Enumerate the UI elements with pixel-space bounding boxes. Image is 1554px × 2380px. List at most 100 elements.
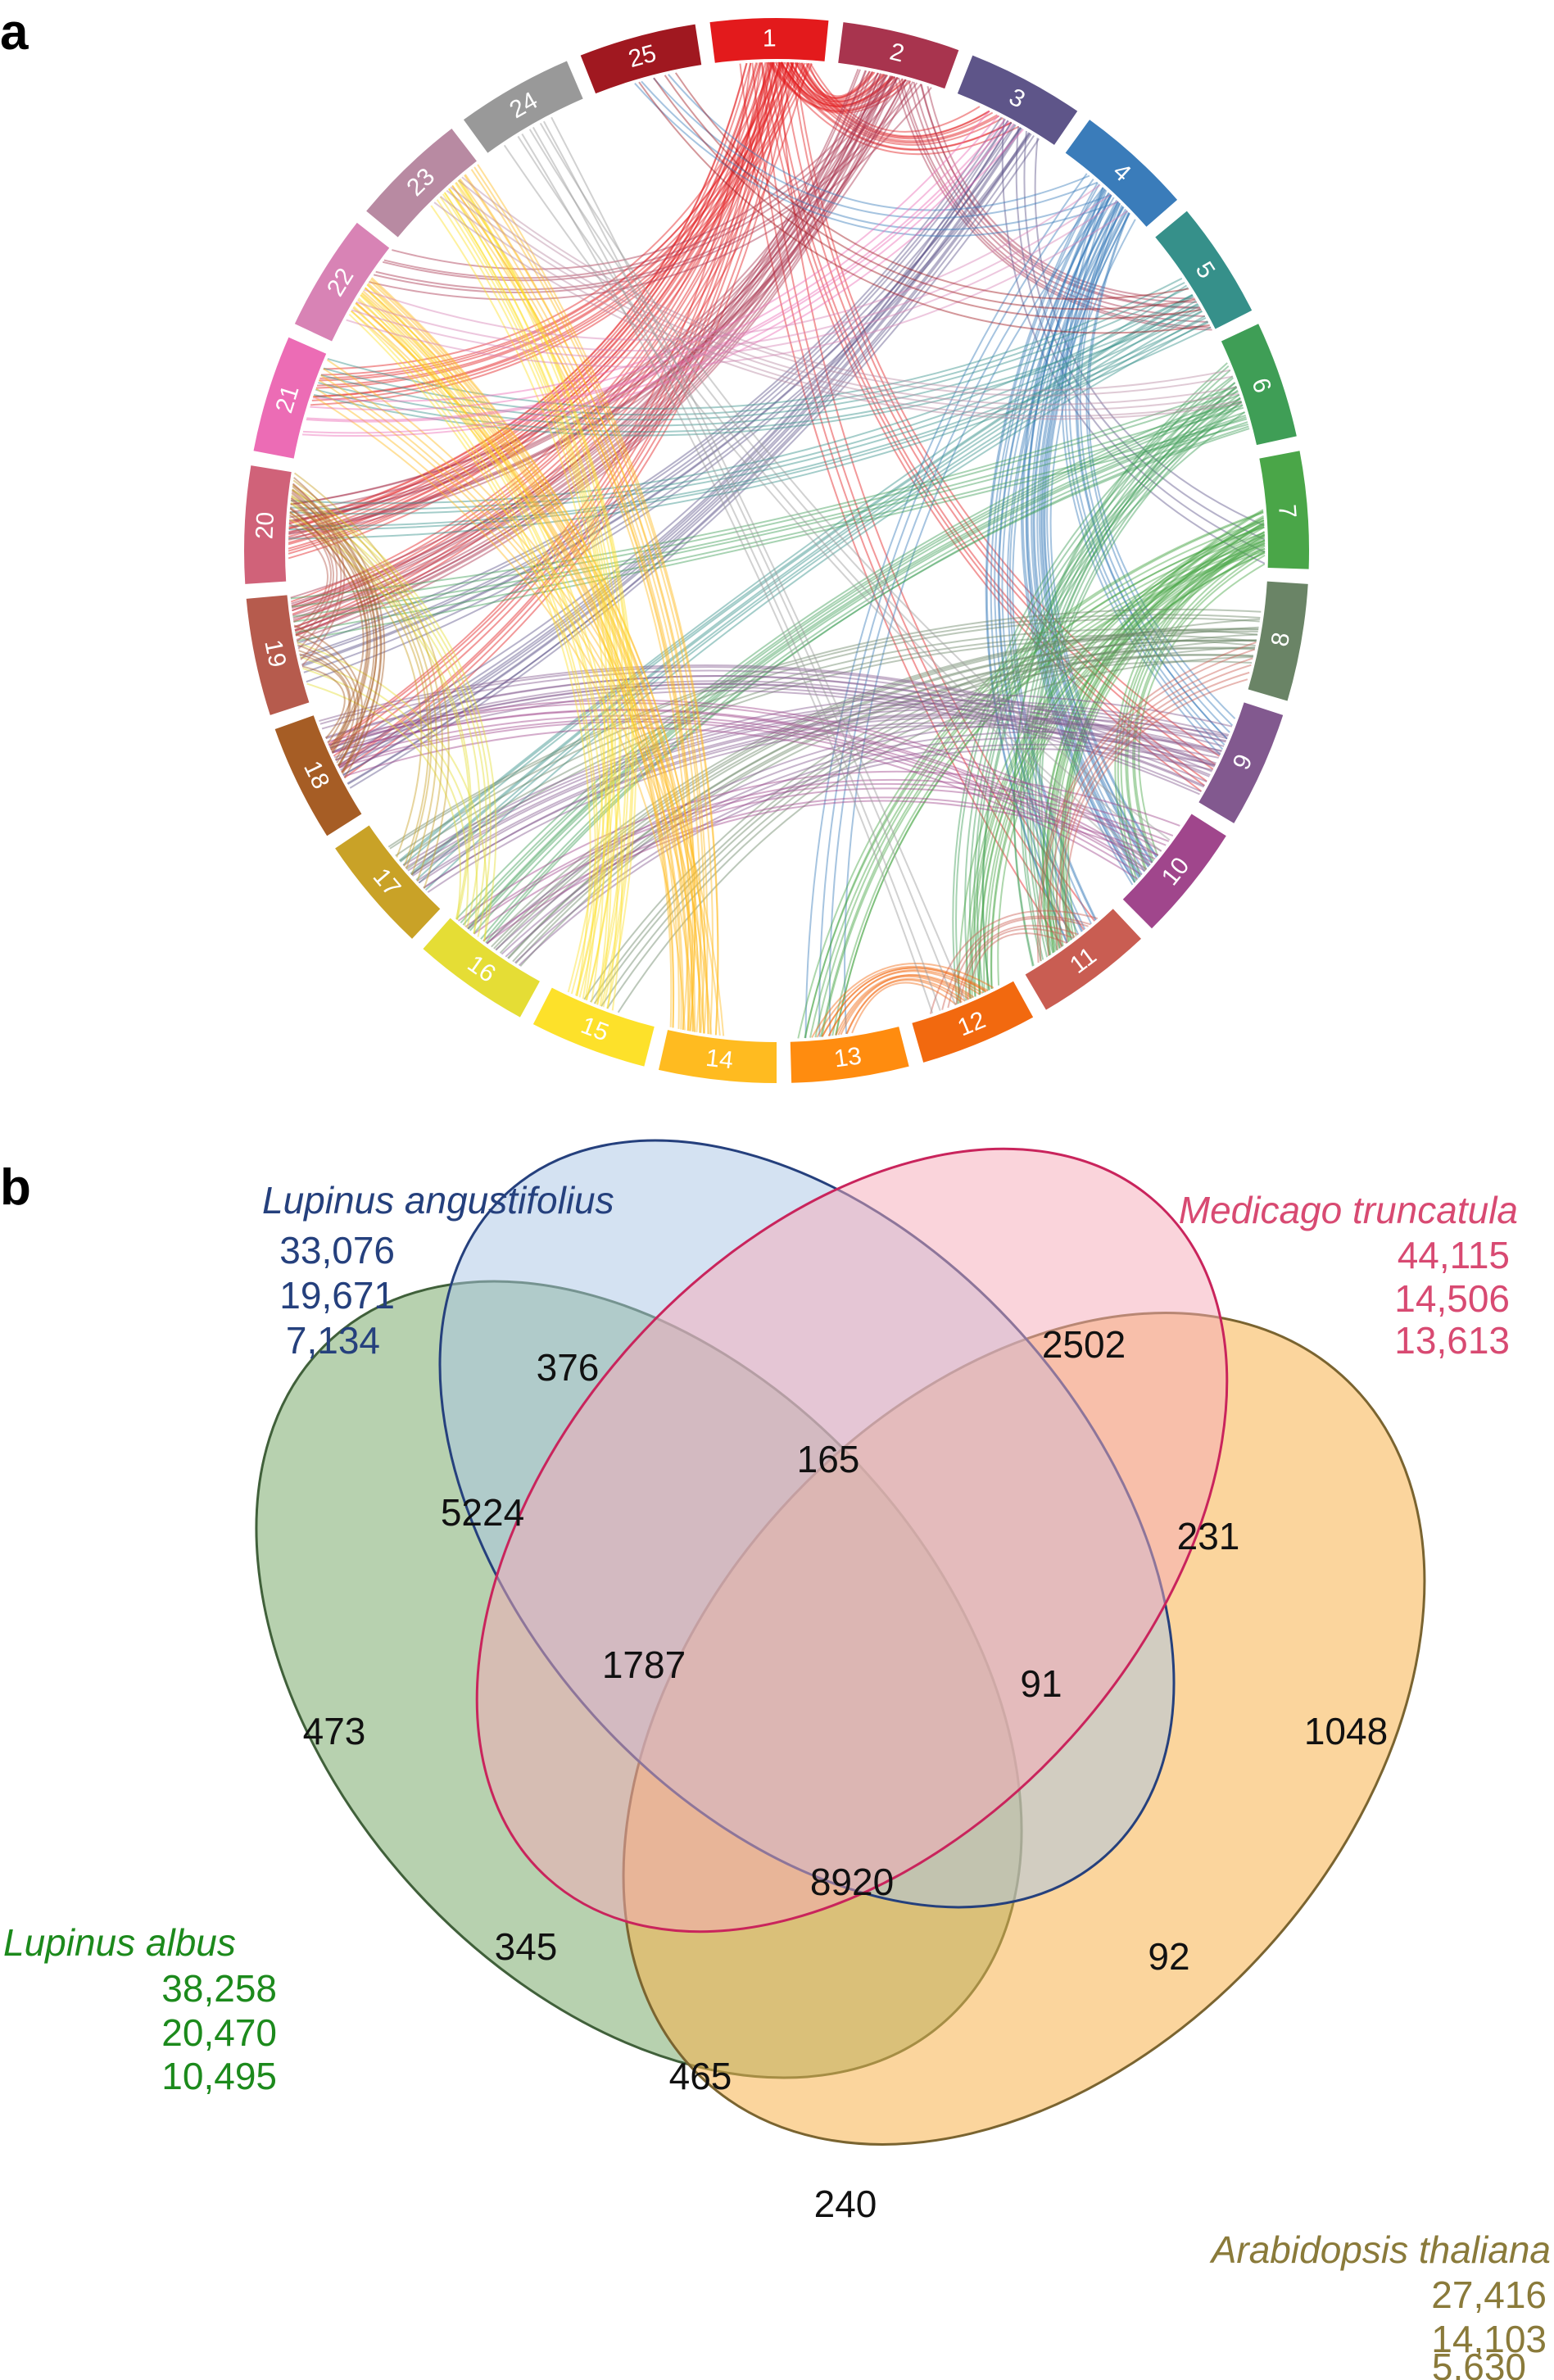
- chromosome-label-8: 8: [1266, 630, 1295, 648]
- circos-link-2-19: [291, 69, 861, 607]
- chromosome-segment-1: [709, 17, 829, 63]
- panel-b-venn-diagram: b 376 2502 165 5224 231 1787 91 473 1048…: [0, 1139, 1551, 2380]
- chromosome-segment-3: [957, 55, 1078, 145]
- circos-link-1-20: [288, 61, 782, 552]
- circos-link-4-9: [1087, 212, 1236, 719]
- circos-link-6-11: [1029, 386, 1238, 956]
- circos-link-11-8: [1039, 648, 1255, 962]
- circos-link-7-11: [1042, 510, 1264, 955]
- circos-link-14-23: [477, 164, 719, 1036]
- circos-link-7-13: [820, 532, 1265, 1037]
- circos-link-3-7: [1015, 126, 1266, 553]
- circos-link-3-18: [332, 120, 1009, 754]
- circos-link-18-19: [298, 650, 351, 751]
- circos-link-16-19: [302, 667, 469, 927]
- circos-link-15-23: [448, 188, 622, 1001]
- circos-link-18-20: [293, 477, 386, 779]
- circos-link-1-11: [739, 63, 1063, 947]
- circos-link-6-11: [1040, 401, 1243, 947]
- circos-link-25-5: [638, 81, 1210, 334]
- legend-medicago-truncatula: Medicago truncatula 44,115 14,506 13,613: [1179, 1189, 1518, 1362]
- circos-link-4-11: [1001, 197, 1115, 930]
- circos-link-6-16: [467, 411, 1245, 930]
- circos-link-1-18: [338, 61, 781, 769]
- chromosome-segment-5: [1155, 211, 1253, 329]
- circos-link-4-9: [1076, 202, 1228, 740]
- circos-link-9-16: [505, 737, 1219, 958]
- circos-link-1-2: [777, 61, 899, 109]
- circos-link-4-11: [1006, 201, 1119, 925]
- circos-link-14-22: [369, 279, 701, 1033]
- circos-link-7-11: [1051, 524, 1265, 949]
- circos-link-1-20: [288, 62, 758, 529]
- circos-link-5-17: [410, 300, 1197, 875]
- circos-link-2-19: [291, 70, 867, 605]
- circos-link-3-18: [340, 127, 1022, 771]
- chromosome-segment-24: [463, 61, 583, 153]
- circos-link-9-18: [321, 669, 1212, 773]
- circos-link-4-13: [804, 173, 1088, 1038]
- chromosome-segment-2: [838, 22, 959, 89]
- circos-link-9-18: [319, 666, 1215, 768]
- chromosome-label-13: 13: [832, 1042, 863, 1072]
- circos-link-9-17: [423, 717, 1221, 889]
- circos-link-2-19: [296, 77, 898, 641]
- circos-link-3-19: [301, 127, 1022, 665]
- circos-link-8-17: [399, 628, 1258, 862]
- circos-link-7-13: [831, 543, 1266, 1036]
- venn-region-med-alb-ara: 465: [669, 2055, 732, 2097]
- circos-link-9-16: [495, 723, 1227, 951]
- circos-link-1-3: [786, 61, 1004, 146]
- circos-link-2-20: [288, 75, 892, 522]
- circos-link-8-16: [486, 628, 1259, 945]
- circos-link-2-19: [294, 74, 886, 632]
- circos-link-7-12: [990, 552, 1266, 989]
- circos-link-3-18: [338, 124, 1017, 768]
- chromosome-segment-14: [658, 1030, 777, 1083]
- circos-link-9-18: [331, 686, 1202, 793]
- circos-link-23-6: [439, 196, 1242, 418]
- circos-link-18-20: [289, 507, 369, 753]
- circos-link-8-16: [512, 653, 1254, 963]
- circos-link-15-22: [364, 287, 618, 1009]
- circos-link-1-2: [780, 61, 895, 107]
- circos-link-8-15: [590, 626, 1259, 1003]
- circos-link-2-19: [294, 75, 888, 632]
- circos-link-14-22: [367, 283, 705, 1034]
- circos-link-17-20: [292, 488, 438, 876]
- circos-link-5-20: [288, 326, 1212, 540]
- venn-region-medicago-only: 2502: [1042, 1323, 1126, 1366]
- circos-link-19-20: [289, 511, 332, 637]
- circos-link-6-12: [973, 397, 1241, 995]
- circos-link-6-16: [469, 414, 1246, 932]
- circos-link-1-21: [319, 61, 783, 379]
- circos-link-3-18: [349, 138, 1040, 789]
- circos-link-1-20: [288, 62, 759, 530]
- circos-link-6-16: [480, 421, 1248, 940]
- circos-link-9-16: [518, 748, 1213, 967]
- circos-link-2-19: [292, 72, 879, 619]
- chromosome-segment-22: [294, 222, 390, 342]
- chromosome-segment-7: [1259, 451, 1309, 569]
- circos-link-4-9: [1085, 211, 1234, 727]
- circos-link-4-10: [1041, 210, 1151, 866]
- circos-link-7-12: [978, 533, 1266, 995]
- venn-region-albus-only: 473: [303, 1710, 366, 1752]
- circos-link-7-12: [974, 531, 1265, 997]
- circos-link-8-17: [405, 634, 1257, 870]
- circos-link-5-20: [290, 302, 1198, 510]
- species-name-angustifolius: Lupinus angustifolius: [262, 1179, 614, 1222]
- circos-link-11-12: [947, 917, 1089, 1009]
- chromosome-segment-11: [1025, 909, 1141, 1010]
- circos-link-1-19: [294, 62, 799, 632]
- circos-link-6-19: [290, 386, 1237, 600]
- circos-link-7-13: [804, 519, 1265, 1039]
- circos-link-19-20: [288, 523, 328, 632]
- circos-link-7-11: [1045, 516, 1265, 954]
- circos-link-4-11: [997, 192, 1110, 932]
- circos-link-9-18: [325, 675, 1210, 777]
- circos-link-15-22: [360, 294, 610, 1005]
- circos-link-15-23: [442, 193, 614, 996]
- circos-link-12-13: [821, 967, 987, 1037]
